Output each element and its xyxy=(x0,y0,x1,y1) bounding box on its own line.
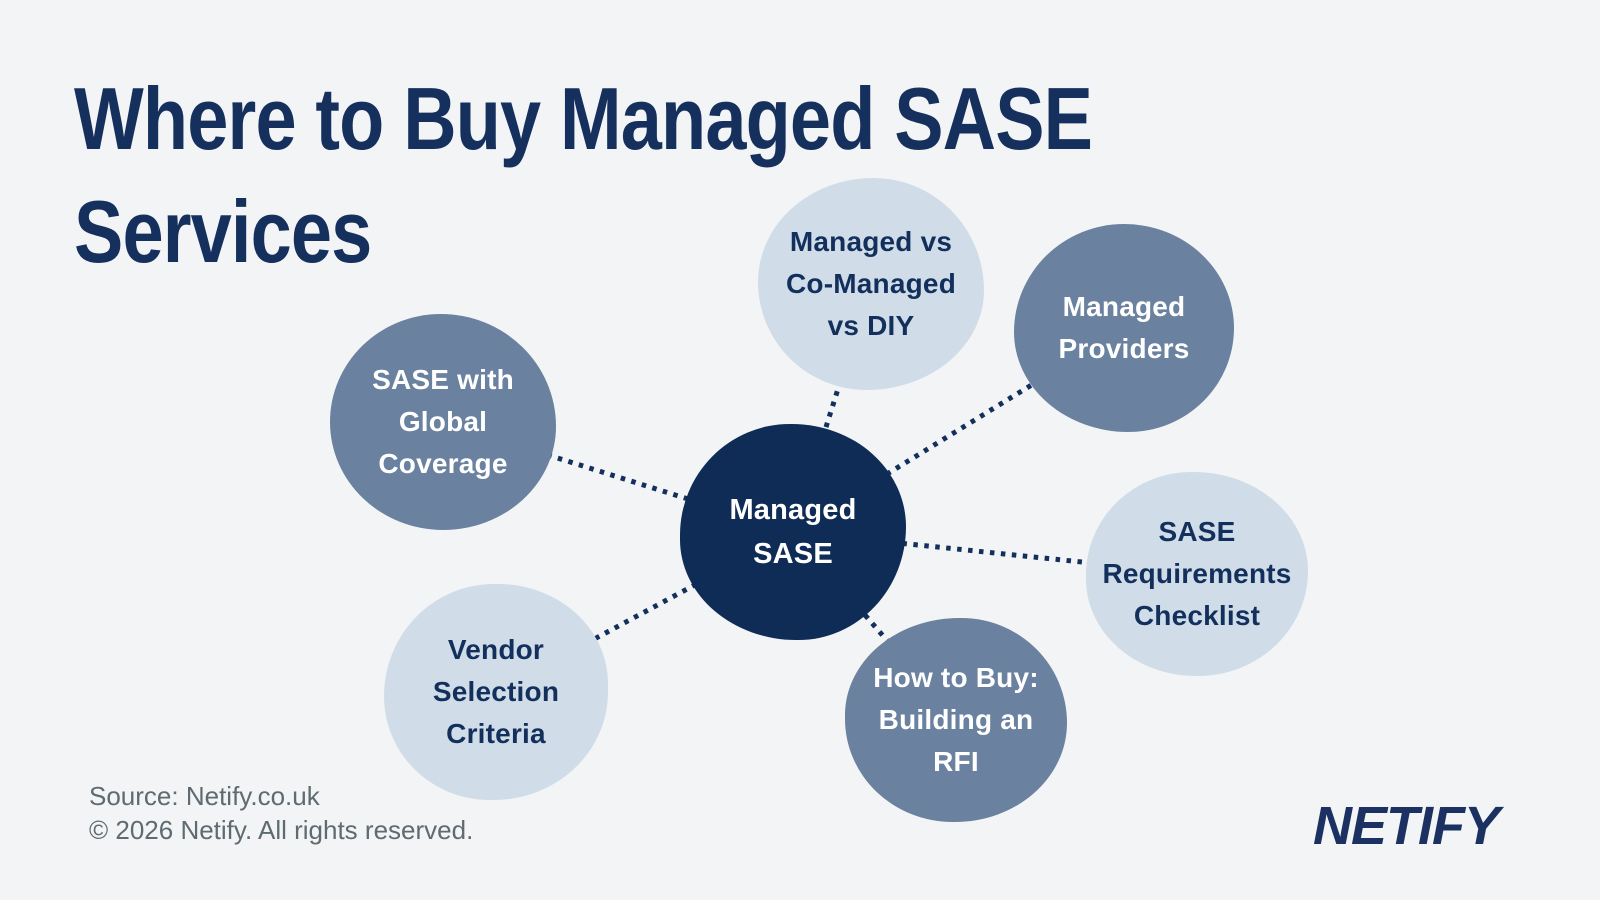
page-title-line-1: Where to Buy Managed SASE xyxy=(74,69,1093,168)
node-managed-sase-center: Managed SASE xyxy=(680,424,906,640)
source-text: Source: Netify.co.uk xyxy=(89,781,320,811)
connector-center-to-how-to-buy xyxy=(791,530,958,722)
page-title-line-2: Services xyxy=(74,182,372,281)
copyright-text: © 2026 Netify. All rights reserved. xyxy=(89,815,474,845)
node-managed-vs-co-managed-vs-diy: Managed vs Co-Managed vs DIY xyxy=(758,178,984,390)
node-sase-with-global-coverage: SASE with Global Coverage xyxy=(330,314,556,530)
node-managed-providers: Managed Providers xyxy=(1014,224,1234,432)
node-sase-requirements-checklist: SASE Requirements Checklist xyxy=(1086,472,1308,676)
page-title: Where to Buy Managed SASE Services xyxy=(74,62,1093,288)
node-vendor-selection-criteria: Vendor Selection Criteria xyxy=(384,584,608,800)
netify-logo: NETIFY xyxy=(1313,796,1500,856)
footer: Source: Netify.co.uk © 2026 Netify. All … xyxy=(89,779,473,847)
node-how-to-buy-building-an-rfi: How to Buy: Building an RFI xyxy=(845,618,1067,822)
